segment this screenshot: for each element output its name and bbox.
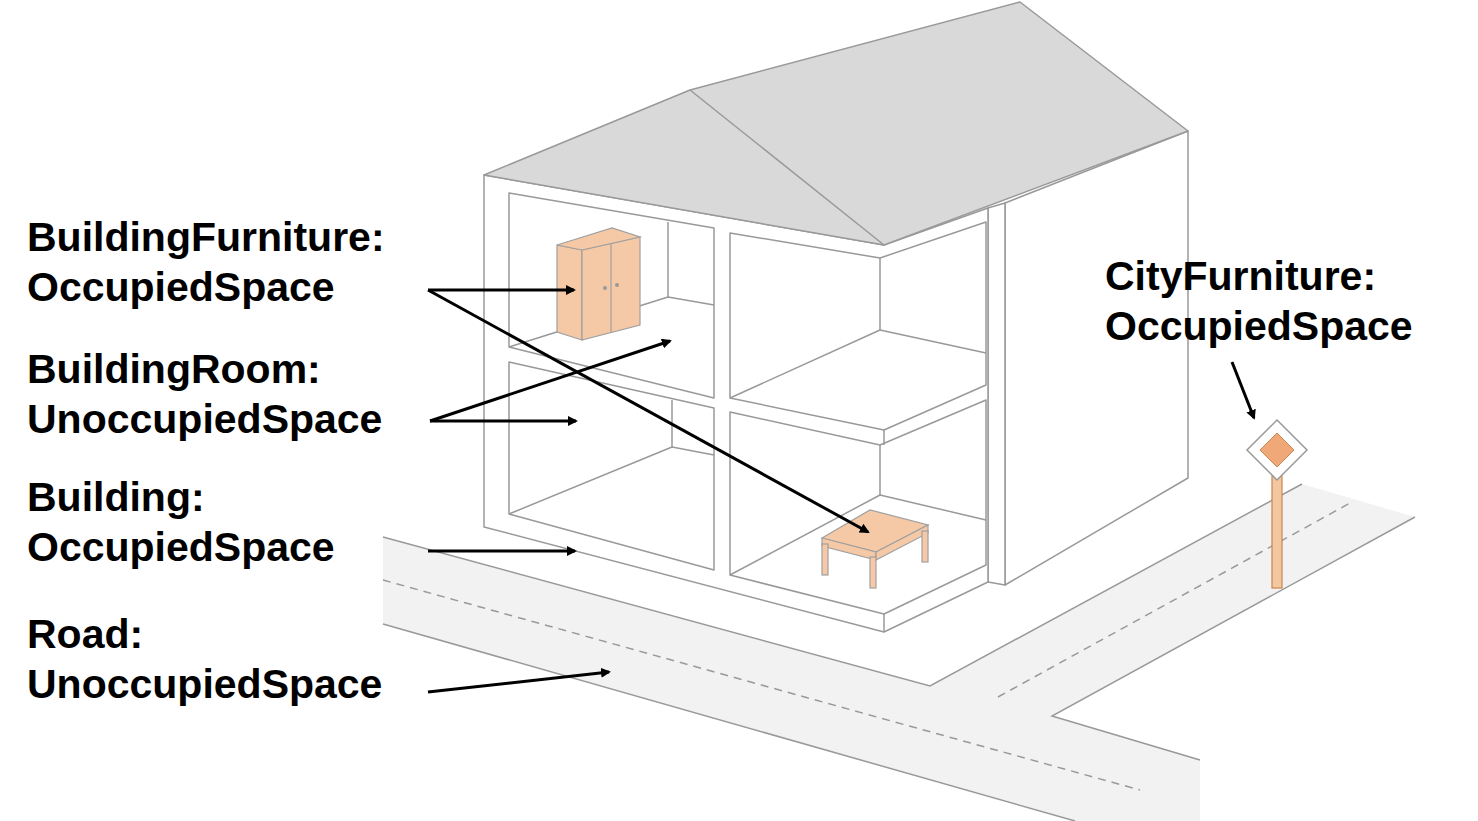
sign-drawing <box>1247 420 1307 588</box>
callout-label: BuildingRoom: UnoccupiedSpace <box>27 344 422 444</box>
building-drawing <box>484 2 1188 632</box>
callout-label: Road: UnoccupiedSpace <box>27 609 422 709</box>
callout-label: Building: OccupiedSpace <box>27 472 422 572</box>
callout-label: BuildingFurniture: OccupiedSpace <box>27 212 422 312</box>
leader-arrows <box>428 290 1254 692</box>
callout-label: CityFurniture: OccupiedSpace <box>1105 251 1445 351</box>
table-drawing <box>822 510 928 588</box>
wardrobe-drawing <box>557 228 640 340</box>
